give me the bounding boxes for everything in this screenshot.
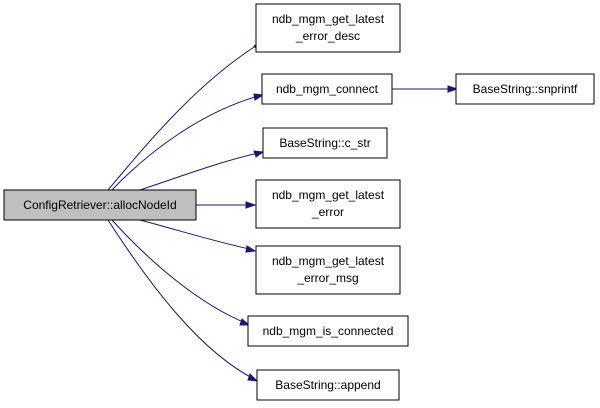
node-ndb-mgm-get-latest-error-msg[interactable]: ndb_mgm_get_latest _error_msg: [255, 245, 401, 295]
node-label: BaseString::append: [275, 378, 380, 392]
node-label-line-1: ndb_mgm_get_latest: [272, 188, 385, 202]
edge-to-connect: [111, 93, 265, 191]
node-label: ndb_mgm_is_connected: [263, 324, 394, 338]
node-label-line-2: _error_desc: [295, 29, 360, 43]
node-ndb-mgm-get-latest-error-desc[interactable]: ndb_mgm_get_latest _error_desc: [255, 3, 401, 53]
edge-to-get-latest-error-desc: [107, 40, 264, 191]
node-ndb-mgm-get-latest-error[interactable]: ndb_mgm_get_latest _error: [255, 179, 401, 229]
node-label: ConfigRetriever::allocNodeId: [23, 198, 176, 212]
node-ndb-mgm-connect[interactable]: ndb_mgm_connect: [261, 73, 393, 105]
edge-to-get-latest-error: [196, 201, 257, 209]
node-ndb-mgm-is-connected[interactable]: ndb_mgm_is_connected: [247, 315, 409, 347]
edge-to-get-latest-error-msg: [139, 219, 257, 253]
node-label-line-1: ndb_mgm_get_latest: [272, 12, 385, 26]
edge-to-c-str: [139, 150, 265, 191]
node-label-line-2: _error: [311, 205, 344, 219]
node-basestring-append[interactable]: BaseString::append: [256, 369, 400, 401]
node-label-line-2: _error_msg: [296, 271, 358, 285]
node-config-retriever-alloc-node-id[interactable]: ConfigRetriever::allocNodeId: [3, 189, 197, 221]
edge-connect-to-snprintf: [392, 85, 459, 93]
node-basestring-c-str[interactable]: BaseString::c_str: [262, 127, 388, 159]
edge-to-is-connected: [111, 219, 251, 326]
node-label: ndb_mgm_connect: [276, 82, 379, 96]
node-label: BaseString::snprintf: [473, 82, 578, 96]
node-basestring-snprintf[interactable]: BaseString::snprintf: [455, 73, 595, 105]
edge-to-append: [107, 219, 259, 382]
node-label-line-1: ndb_mgm_get_latest: [272, 254, 385, 268]
node-label: BaseString::c_str: [279, 136, 370, 150]
